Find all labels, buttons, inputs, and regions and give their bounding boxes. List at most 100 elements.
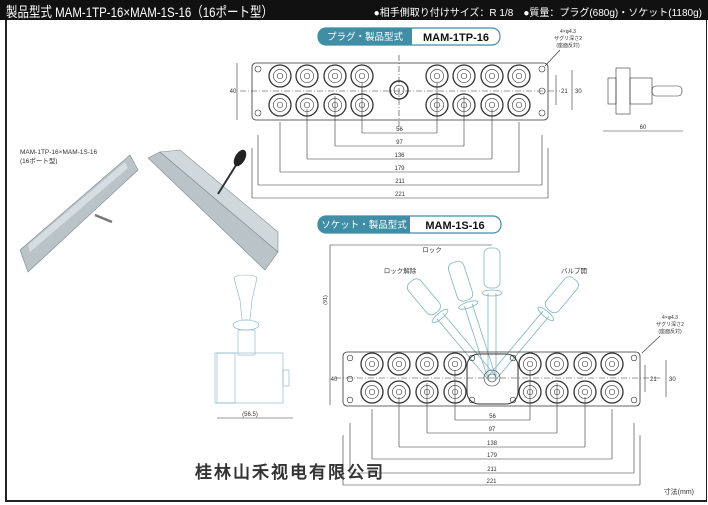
port — [573, 352, 597, 376]
port-inner — [392, 385, 406, 399]
port-inner — [273, 98, 287, 112]
page-frame — [5, 20, 707, 502]
port-inner — [365, 357, 379, 371]
mount-hole — [630, 396, 638, 404]
mount-hole — [538, 109, 546, 117]
port-inner — [328, 69, 342, 83]
port-inner — [605, 357, 619, 371]
port-bore — [451, 360, 459, 368]
plug-3d-image — [19, 154, 139, 273]
port-inner — [392, 357, 406, 371]
handle-grip — [483, 247, 501, 289]
port — [360, 352, 384, 376]
plug-side-dim: 60 — [640, 125, 647, 131]
port-bore — [515, 101, 523, 109]
assembly-side-dim: (56.5) — [242, 412, 258, 418]
handle-shaft — [442, 313, 496, 376]
mount-hole — [509, 354, 517, 362]
socket-dim-30: 30 — [669, 377, 676, 383]
mount-hole — [254, 65, 262, 73]
dimension-value: 179 — [487, 453, 498, 459]
assembly-side-view: (56.5) — [214, 274, 293, 419]
port — [545, 352, 569, 376]
hole-note-line: 4×φ4.3 — [560, 29, 576, 35]
dimension-value: 56 — [396, 127, 403, 133]
port-inner — [550, 357, 564, 371]
socket-label: ソケット・製品型式 — [321, 219, 407, 231]
dimension-value: 138 — [487, 441, 498, 447]
port — [387, 352, 411, 376]
port-bore — [433, 72, 441, 80]
assembly-caption: MAM-1TP-16×MAM-1S-16 (16ポート型) — [20, 149, 97, 165]
port-bore — [460, 72, 468, 80]
handle-label-lock: ロック — [422, 246, 442, 254]
dimension-value: 56 — [489, 414, 496, 420]
plug-hole-note: 4×φ4.3 ザグリ深さ2 (座面反対) — [554, 29, 582, 49]
socket-handles — [406, 247, 579, 381]
port-inner — [273, 69, 287, 83]
socket-dim-handle-height: (91) — [323, 295, 329, 305]
handle-collar — [458, 300, 479, 310]
plug-model-label: プラグ・製品型式 MAM-1TP-16 — [317, 27, 501, 46]
port-bore — [608, 360, 616, 368]
hole-note-line: ザグリ深さ2 — [554, 35, 582, 42]
caption-line: (16ポート型) — [20, 156, 58, 165]
port-inner — [448, 357, 462, 371]
socket-dim-height: 40 — [331, 377, 338, 383]
socket-model-label: ソケット・製品型式 MAM-1S-16 — [317, 215, 502, 234]
port — [323, 64, 347, 88]
port-inner — [485, 69, 499, 83]
port-bore — [488, 72, 496, 80]
mount-hole — [468, 354, 476, 362]
socket-model: MAM-1S-16 — [425, 220, 484, 232]
port-bore — [581, 388, 589, 396]
port-inner — [457, 69, 471, 83]
handle — [406, 278, 496, 381]
port-bore — [358, 72, 366, 80]
port-bore — [276, 72, 284, 80]
port-inner — [512, 98, 526, 112]
mount-hole — [538, 65, 546, 73]
port-inner — [355, 69, 369, 83]
port-bore — [303, 72, 311, 80]
mount-hole — [468, 396, 476, 404]
hole-note-line: 4×φ4.3 — [662, 315, 678, 321]
port — [415, 352, 439, 376]
port-bore — [488, 101, 496, 109]
hole-note-line: (座面反対) — [556, 42, 580, 49]
port-inner — [365, 385, 379, 399]
port-inner — [523, 357, 537, 371]
port — [600, 380, 624, 404]
handle-collar — [537, 306, 555, 322]
handle — [481, 247, 503, 378]
handle-shaft — [494, 316, 550, 381]
handle-shaft — [488, 311, 544, 376]
caption-line: MAM-1TP-16×MAM-1S-16 — [20, 149, 97, 156]
plug-model: MAM-1TP-16 — [423, 32, 489, 44]
dimension-value: 179 — [394, 166, 405, 172]
handle-shaft — [436, 318, 490, 381]
plug-side-view: 60 — [603, 67, 683, 132]
handle — [488, 276, 579, 381]
handle — [447, 260, 497, 380]
mount-hole — [254, 109, 262, 117]
handle-shaft — [471, 303, 497, 377]
dimension-value: 97 — [489, 427, 496, 433]
port-inner — [512, 69, 526, 83]
port-inner — [430, 69, 444, 83]
plug-dim-21: 21 — [561, 89, 568, 95]
socket-3d-image — [147, 149, 279, 271]
socket-dim-21: 21 — [650, 377, 657, 383]
port-inner — [578, 357, 592, 371]
port-bore — [368, 388, 376, 396]
watermark: 桂林山禾视电有限公司 — [194, 462, 385, 482]
handle-collar — [481, 289, 503, 297]
plug-label: プラグ・製品型式 — [327, 31, 404, 43]
port — [600, 352, 624, 376]
port — [268, 64, 292, 88]
port — [507, 64, 531, 88]
port-inner — [605, 385, 619, 399]
mount-hole — [509, 396, 517, 404]
dimension-value: 211 — [395, 179, 405, 185]
